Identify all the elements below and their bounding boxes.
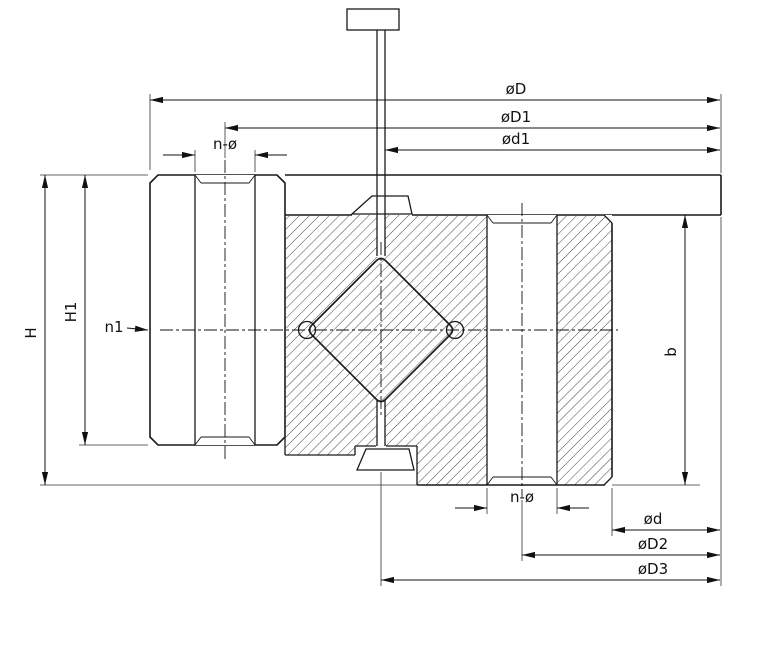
filler-plug-assembly [346,8,415,471]
inner-ring-hatched-body [149,174,286,446]
taper-pin-head [346,8,400,31]
dimension-dia-D2: øD2 [522,535,720,559]
label-height-H1: H1 [62,302,80,323]
dimensions: øD øD1 ød1 n-ø H H1 [22,80,722,586]
label-n1: n1 [104,318,123,336]
section-geometry [149,8,722,486]
label-n-holes-top: n-ø [213,135,237,153]
label-n-holes-bottom: n-ø [510,488,534,506]
label-dia-D1: øD1 [501,108,531,126]
dimension-dia-D1: øD1 [225,108,720,132]
dimension-height-H1: H1 [62,175,89,445]
dimension-dia-D: øD [150,80,720,104]
dimension-n-holes-bottom: n-ø [455,488,589,512]
dimension-height-H: H [22,175,49,485]
label-dia-d: ød [644,510,663,528]
centerlines [160,160,618,497]
label-dia-d1: ød1 [502,130,530,148]
plug-wedge-top [350,195,413,215]
label-height-H: H [22,327,40,338]
extension-lines [40,94,722,586]
dimension-dia-d: ød [612,510,720,534]
label-dia-D3: øD3 [638,560,668,578]
dimension-dia-d1: ød1 [385,130,720,154]
inner-ring-section [149,174,286,446]
label-dia-D: øD [506,80,527,98]
outer-ring-section [284,214,613,486]
label-width-b: b [662,347,680,357]
label-dia-D2: øD2 [638,535,668,553]
dimension-n-holes-top: n-ø [163,135,287,159]
plug-wedge-bottom [356,448,415,471]
dimension-n1: n1 [104,318,149,336]
roller-cross-section [308,257,454,403]
support-band [285,174,722,216]
dimension-width-b: b [662,215,689,485]
dimension-dia-D3: øD3 [381,560,720,584]
outer-ring-hatched-body [285,215,612,485]
